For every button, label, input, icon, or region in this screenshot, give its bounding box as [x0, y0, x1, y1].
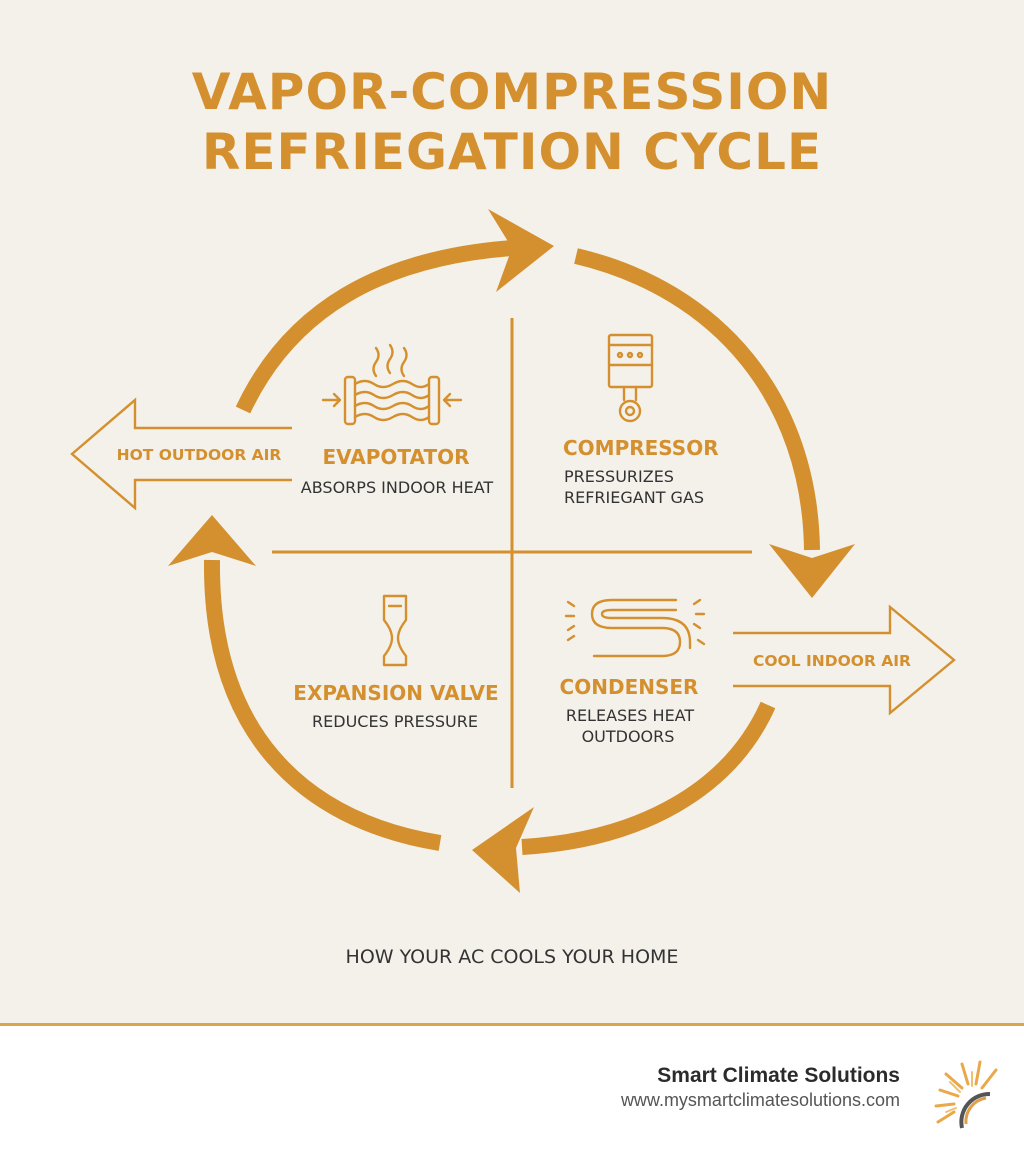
- condenser-title: CONDENSER: [560, 675, 699, 699]
- cool-indoor-air-arrow: COOL INDOOR AIR: [733, 604, 956, 716]
- cycle-arc-bottom-left: [203, 559, 442, 851]
- condenser-description-line-1: RELEASES HEAT: [566, 706, 695, 725]
- cycle-arc-bottom-right: [521, 701, 776, 855]
- condenser-coil-icon: [564, 598, 706, 658]
- compressor-title: COMPRESSOR: [563, 436, 719, 460]
- sun-logo-icon: [934, 1060, 998, 1129]
- cycle-arrowhead-top: [488, 209, 554, 292]
- footer-divider: [0, 1023, 1024, 1026]
- title-line-2: REFRIEGATION CYCLE: [201, 123, 823, 181]
- expansion-valve-description: REDUCES PRESSURE: [312, 712, 478, 731]
- title-line-1: VAPOR-COMPRESSION: [191, 63, 833, 121]
- evaporator-coil-icon: [321, 343, 463, 426]
- compressor-description-line-1: PRESSURIZES: [564, 467, 674, 486]
- evaporator-description: ABSORPS INDOOR HEAT: [301, 478, 494, 497]
- condenser-description-line-2: OUTDOORS: [582, 727, 675, 746]
- evaporator-title: EVAPOTATOR: [323, 445, 470, 469]
- piston-icon: [607, 333, 654, 423]
- diagram-caption: HOW YOUR AC COOLS YOUR HOME: [345, 946, 679, 968]
- valve-icon: [382, 594, 408, 667]
- cycle-arrowhead-left: [168, 515, 256, 566]
- hot-outdoor-air-arrow: HOT OUTDOOR AIR: [70, 397, 292, 511]
- brand-url[interactable]: www.mysmartclimatesolutions.com: [620, 1090, 900, 1110]
- refrigeration-cycle-diagram: .arc { fill: none; stroke: #d4902e; stro…: [70, 209, 956, 893]
- hot-outdoor-air-label: HOT OUTDOOR AIR: [117, 446, 282, 464]
- compressor-description-line-2: REFRIEGANT GAS: [564, 488, 704, 507]
- footer: Smart Climate Solutions www.mysmartclima…: [0, 1026, 1024, 1154]
- expansion-valve-title: EXPANSION VALVE: [293, 681, 498, 705]
- cycle-arc-top-left: [235, 240, 513, 414]
- right-arrow-outline: [733, 604, 956, 716]
- brand-name: Smart Climate Solutions: [657, 1064, 900, 1087]
- cycle-arc-top-right: [574, 248, 820, 551]
- left-arrow-outline: [70, 397, 292, 511]
- page-title: VAPOR-COMPRESSION REFRIEGATION CYCLE: [0, 62, 1024, 182]
- cycle-arrowhead-bottom: [472, 807, 534, 893]
- cycle-arrowhead-right: [769, 544, 855, 598]
- cool-indoor-air-label: COOL INDOOR AIR: [753, 652, 911, 670]
